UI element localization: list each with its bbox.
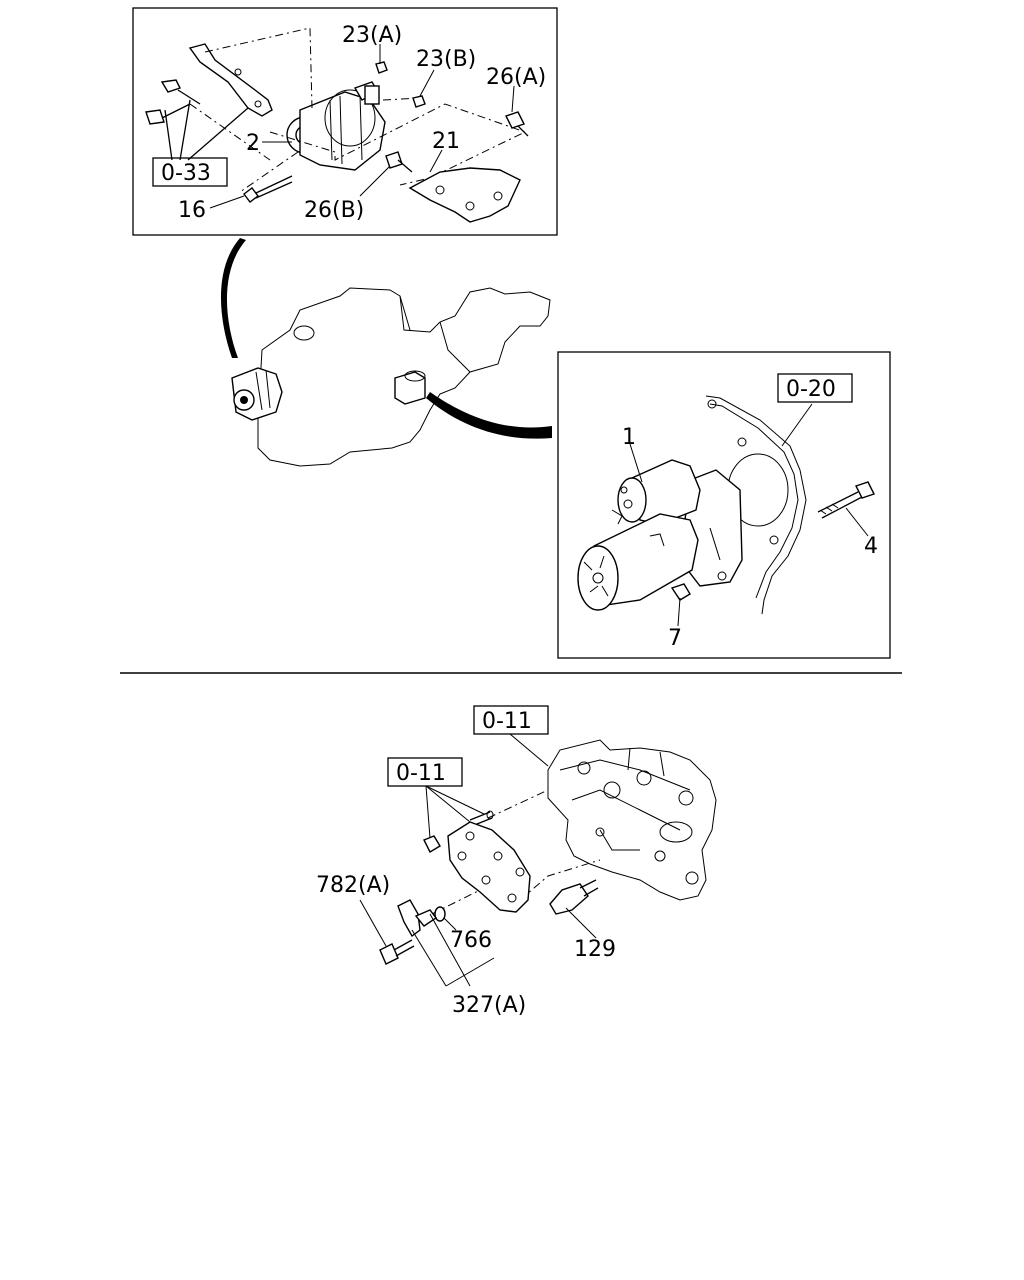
callout-2: 2	[246, 131, 260, 156]
ref-0-20: 0-20	[786, 377, 836, 402]
ref-0-11-top: 0-11	[482, 709, 532, 734]
nut-23b	[412, 95, 426, 108]
callout-4: 4	[864, 534, 878, 559]
o-ring-766	[434, 906, 446, 922]
starter-location-mark	[394, 370, 426, 405]
cover-plate	[447, 821, 531, 913]
ref-box-0-20	[777, 373, 853, 403]
callout-7: 7	[668, 626, 682, 651]
starter-inset-frame	[557, 351, 891, 659]
sensor-129	[549, 879, 599, 915]
nut-7	[670, 583, 691, 601]
callout-129: 129	[574, 937, 616, 962]
bolt-4	[817, 481, 875, 519]
bolt-26b	[385, 151, 413, 173]
callout-782a: 782(A)	[316, 873, 390, 898]
nut-23a	[375, 61, 388, 74]
alternator-inset: 23(A) 23(B) 26(A) 2 21 16 26(B) 0-33	[132, 7, 558, 236]
pointer-arc-starter	[426, 392, 552, 439]
ref-box-0-11-left	[387, 757, 463, 787]
callout-1: 1	[622, 425, 636, 450]
alternator-leaders	[164, 44, 515, 209]
lower-bracket-21	[408, 167, 521, 223]
pointer-arc-alternator	[220, 238, 246, 358]
alternator-inset-frame	[132, 7, 558, 236]
sensor-327a	[397, 899, 438, 938]
starter-inset: 0-20 1 4 7	[557, 351, 891, 659]
ref-0-33: 0-33	[161, 161, 211, 186]
callout-16: 16	[178, 198, 206, 223]
callout-26b: 26(B)	[304, 198, 364, 223]
callout-21: 21	[432, 129, 460, 154]
upper-bracket	[188, 43, 273, 117]
starter-motor	[577, 459, 743, 611]
engine-block-front	[547, 739, 717, 901]
bolt-16	[243, 175, 293, 203]
callout-327a: 327(A)	[452, 993, 526, 1018]
ref-0-11-left: 0-11	[396, 761, 446, 786]
ref-box-0-11-top	[473, 705, 549, 735]
sensor-assembly: 0-11 0-11 782(A) 766 129 327(A)	[316, 705, 717, 1018]
ref-box-0-33	[152, 157, 228, 187]
bolt-upper-left	[145, 79, 201, 125]
sensor-leaders	[359, 733, 597, 987]
bolt-782a	[379, 939, 415, 965]
nut-0-11	[423, 835, 441, 853]
alternator	[286, 81, 386, 171]
callout-23a: 23(A)	[342, 23, 402, 48]
callout-23b: 23(B)	[416, 47, 476, 72]
alternator-location-mark	[231, 367, 283, 421]
bolt-26a	[505, 111, 529, 137]
callout-766: 766	[450, 928, 492, 953]
callout-26a: 26(A)	[486, 65, 546, 90]
engine-overview	[231, 287, 551, 467]
